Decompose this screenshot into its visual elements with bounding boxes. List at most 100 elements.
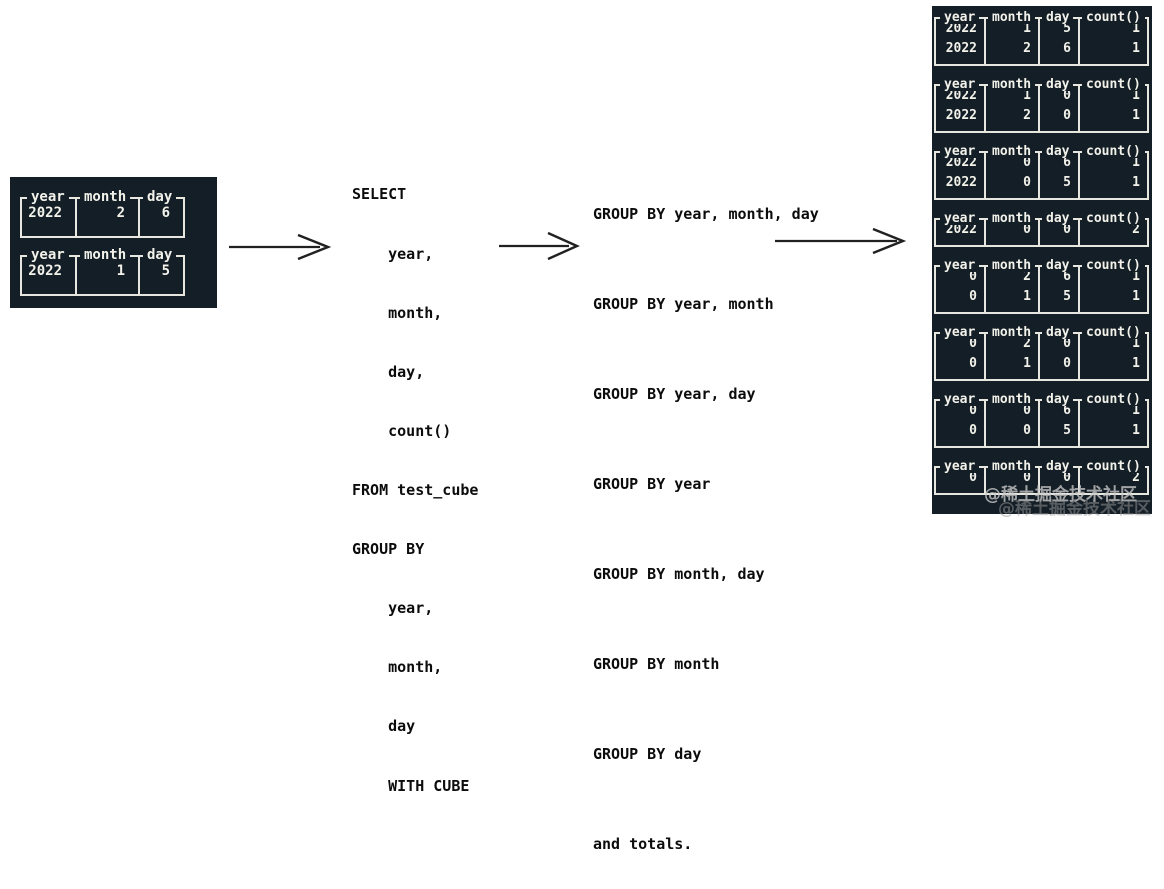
column-header: year [940,393,980,406]
column-header: day [1042,460,1074,473]
table-cell: 2022 [945,175,977,190]
flow-arrow-icon [499,231,580,261]
table-cell: 1 [1132,336,1140,351]
table-cell: 2022 [945,41,977,56]
column-header: month [988,212,1036,225]
table-row: 0 0 5 1 [936,421,1147,441]
table-cell: 0 [1023,175,1031,190]
table-cell: 1 [1132,356,1140,371]
groupby-line: GROUP BY year, day [593,385,756,403]
flow-arrow-icon [775,227,907,255]
table-cell: 2 [1132,470,1140,485]
table-cell: 0 [1063,88,1071,103]
table-cell: 0 [969,423,977,438]
table-cell: 1 [1023,21,1031,36]
column-header: month [988,145,1036,158]
column-header: day [143,190,177,204]
table-cell: 0 [1063,222,1071,237]
table-row: 0 0 0 2 [936,468,1147,488]
table-header-row: year month day count() [936,460,1147,474]
result-table: year month day count() 0 0 0 2 [934,460,1149,495]
table-cell: 0 [1063,108,1071,123]
table-cell: 0 [969,336,977,351]
column-header: count() [1082,393,1145,406]
column-header: count() [1082,326,1145,339]
table-cell: 1 [1132,41,1140,56]
table-cell: 2022 [945,88,977,103]
table-cell: 1 [1132,403,1140,418]
table-row: 0 2 0 1 [936,334,1147,354]
table-cell: 0 [1023,470,1031,485]
table-cell: 0 [969,269,977,284]
table-cell: 0 [1023,423,1031,438]
table-cell: 2022 [945,155,977,170]
column-header: month [80,248,131,262]
table-cell: 0 [969,470,977,485]
table-cell: 2 [116,205,125,221]
sql-code-block: SELECT year, month, day, count() FROM te… [352,146,478,816]
table-cell: 6 [1063,155,1071,170]
column-header: year [940,460,980,473]
table-cell: 1 [1132,88,1140,103]
column-header: month [988,11,1036,24]
table-cell: 2022 [945,21,977,36]
table-cell: 1 [1023,289,1031,304]
table-cell: 0 [1063,470,1071,485]
column-header: day [1042,393,1074,406]
column-header: year [940,11,980,24]
table-cell: 2 [1023,108,1031,123]
table-cell: 5 [1063,21,1071,36]
column-header: count() [1082,460,1145,473]
table-header-row: year month day count() [936,393,1147,407]
code-line: day, [352,362,425,381]
table-cell: 1 [1132,21,1140,36]
table-cell: 2022 [945,222,977,237]
table-cell: 1 [116,263,125,279]
table-cell: 1 [1132,423,1140,438]
column-header: day [1042,259,1074,272]
table-cell: 1 [1132,269,1140,284]
table-cell: 0 [1023,222,1031,237]
column-header: day [1042,326,1074,339]
table-cell: 2 [1023,41,1031,56]
code-line: year, [352,244,434,263]
table-cell: 0 [1023,155,1031,170]
code-line: WITH CUBE [352,776,470,795]
table-cell: 6 [1063,403,1071,418]
column-header: month [988,460,1036,473]
table-cell: 5 [1063,289,1071,304]
groupby-line: GROUP BY year, month [593,295,774,313]
flow-arrow-icon [229,233,331,261]
column-header: year [27,190,69,204]
column-header: day [1042,11,1074,24]
table-cell: 5 [1063,423,1071,438]
column-header: day [1042,212,1074,225]
table-cell: 0 [969,289,977,304]
groupby-line: GROUP BY month, day [593,565,765,583]
column-header: year [940,78,980,91]
column-header: month [988,393,1036,406]
table-cell: 2 [1023,336,1031,351]
table-cell: 0 [1063,336,1071,351]
table-cell: 6 [1063,269,1071,284]
